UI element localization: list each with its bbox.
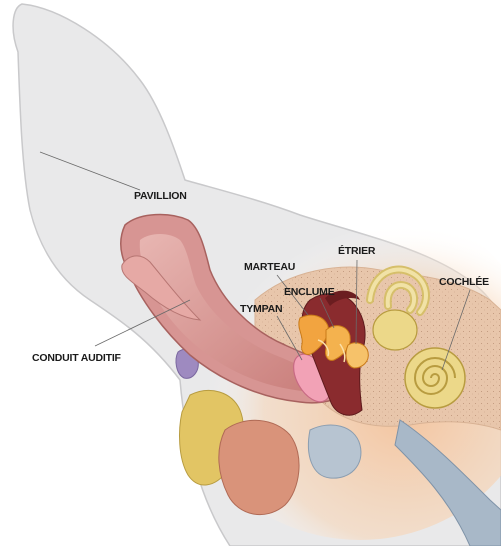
- label-cochlee: COCHLÉE: [439, 275, 489, 288]
- stapes: [346, 343, 368, 368]
- label-pavillion: PAVILLION: [134, 190, 187, 202]
- label-etrier: ÉTRIER: [338, 244, 376, 257]
- label-marteau: MARTEAU: [244, 261, 295, 273]
- label-enclume: ENCLUME: [284, 286, 335, 298]
- vestibule: [373, 310, 417, 350]
- label-tympan: TYMPAN: [240, 303, 282, 315]
- blue-nerve: [308, 425, 361, 478]
- label-conduit-auditif: CONDUIT AUDITIF: [32, 352, 122, 364]
- lobular-tissue: [219, 420, 299, 514]
